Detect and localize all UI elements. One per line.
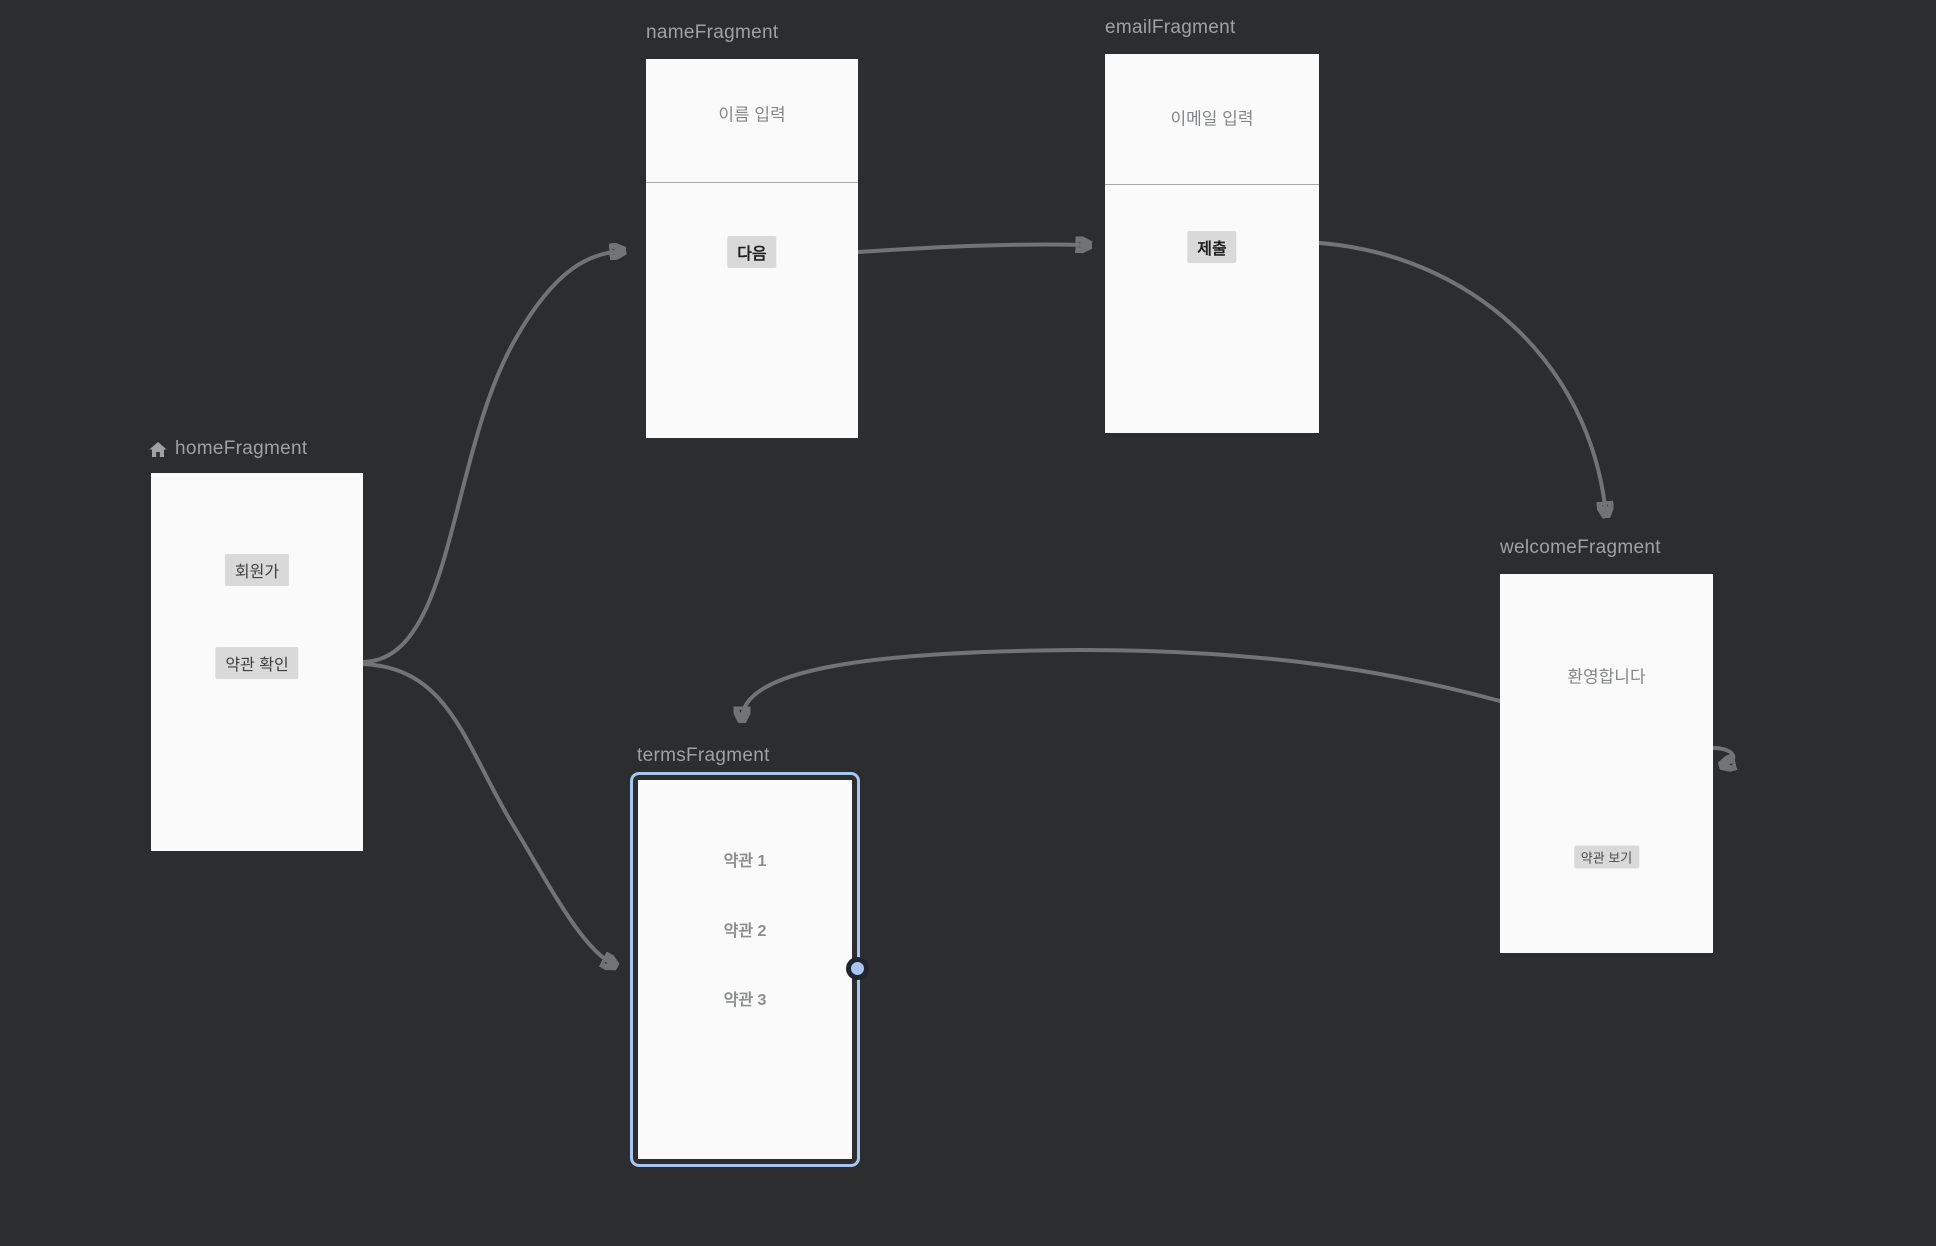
fragment-title-label: emailFragment <box>1105 17 1236 38</box>
terms-connection-handle[interactable] <box>846 957 869 980</box>
fragment-card-terms[interactable]: 약관 1 약관 2 약관 3 <box>638 780 852 1159</box>
fragment-title-home[interactable]: homeFragment <box>148 438 307 460</box>
action-welcome-to-terms[interactable] <box>742 647 1502 719</box>
fragment-card-name[interactable]: 이름 입력 다음 <box>646 59 858 438</box>
fragment-card-home[interactable]: 회원가 약관 확인 <box>151 473 363 851</box>
name-preview-label: 이름 입력 <box>718 105 786 125</box>
fragment-card-welcome[interactable]: 환영합니다 약관 보기 <box>1500 574 1713 953</box>
fragment-title-label: welcomeFragment <box>1500 537 1661 558</box>
terms-preview-item-2: 약관 2 <box>723 923 767 940</box>
fragment-card-email[interactable]: 이메일 입력 제출 <box>1105 54 1319 433</box>
home-preview-button-terms-check: 약관 확인 <box>215 647 299 679</box>
fragment-title-label: nameFragment <box>646 22 779 43</box>
email-preview-button-submit: 제출 <box>1187 231 1237 263</box>
terms-preview-item-3: 약관 3 <box>723 992 767 1009</box>
action-home-to-name[interactable] <box>361 251 622 664</box>
welcome-preview-label: 환영합니다 <box>1567 667 1646 687</box>
fragment-title-label: termsFragment <box>637 745 770 766</box>
name-preview-button-next: 다음 <box>727 236 777 268</box>
terms-preview-item-1: 약관 1 <box>723 853 767 870</box>
fragment-title-label: homeFragment <box>175 438 308 459</box>
name-preview-divider <box>646 182 858 183</box>
email-preview-label: 이메일 입력 <box>1170 109 1254 129</box>
fragment-title-email[interactable]: emailFragment <box>1105 17 1236 39</box>
action-home-to-terms[interactable] <box>361 662 614 965</box>
fragment-title-terms[interactable]: termsFragment <box>637 745 770 767</box>
fragment-title-welcome[interactable]: welcomeFragment <box>1500 537 1661 559</box>
email-preview-divider <box>1105 184 1319 185</box>
action-welcome-self[interactable] <box>1709 745 1733 765</box>
home-preview-button-signup: 회원가 <box>224 554 290 586</box>
home-icon <box>149 441 167 457</box>
fragment-title-name[interactable]: nameFragment <box>646 22 778 44</box>
welcome-preview-button-view-terms: 약관 보기 <box>1573 845 1640 869</box>
action-name-to-email[interactable] <box>856 244 1088 254</box>
action-email-to-welcome[interactable] <box>1318 241 1606 514</box>
